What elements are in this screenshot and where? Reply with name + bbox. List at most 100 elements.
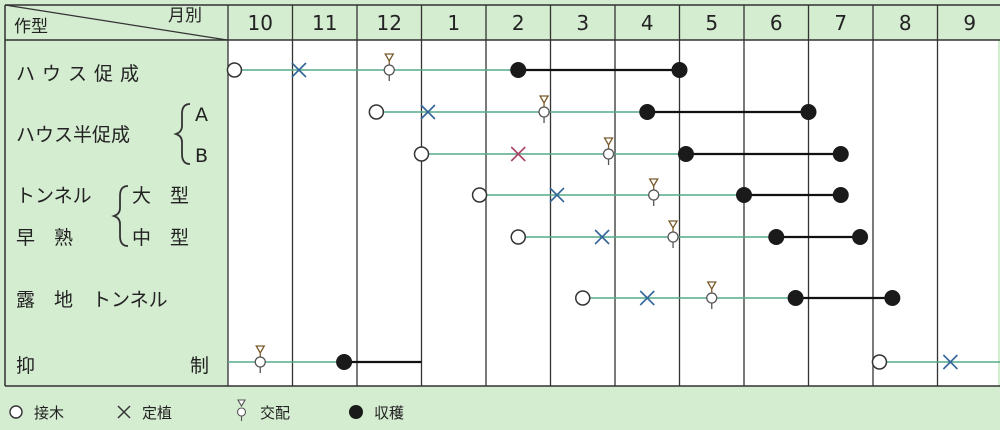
month-label: 1 [447,11,460,35]
pollinate-marker-ring [648,189,660,201]
pollinate-marker [383,53,395,81]
pollinate-marker [602,137,615,165]
harvest-marker [832,146,849,162]
harvest-marker [639,104,656,120]
pollinate-marker-ring [254,356,266,368]
plant-marker [510,146,526,162]
month-label: 5 [705,11,718,35]
pollinate-marker-flag [538,95,550,105]
legend-item: 定植 [117,404,172,422]
harvest-marker [800,104,817,120]
legend-label: 接木 [34,404,64,422]
month-label: 12 [377,11,402,35]
row-labels: ハウス促成 ハウス半促成 A B トンネル 早 熟 大 型 中 型 露 地 トン… [16,63,209,377]
pollinate-marker-ring [602,148,615,160]
legend-plant-icon [117,405,131,419]
legend-graft-icon [9,405,23,419]
legend-label: 定植 [142,404,172,422]
row-label-open-tunnel: 露 地 トンネル [16,289,168,311]
plant-marker-stroke [639,290,655,306]
legend-label: 収穫 [374,404,404,422]
harvest-marker [677,146,694,162]
pollinate-marker-flag [667,220,679,230]
month-label: 2 [512,11,525,35]
timeline-row [510,220,869,248]
timeline-row [368,95,817,123]
month-label: 7 [834,11,847,35]
harvest-marker [768,229,785,245]
timeline-row [413,137,849,165]
legend: 接木 定植 交配 収穫 [9,399,404,422]
pollinate-marker-flag [384,53,395,63]
pollinate-marker-flag [706,281,717,291]
graft-marker [413,146,430,162]
legend-harvest-icon [349,405,363,419]
brace-tunnel [111,185,129,247]
row-label-semi-forcing-b: B [195,145,208,167]
row-label-tunnel: トンネル [16,185,92,207]
row-label-house-forcing: ハウス促成 [16,63,146,85]
legend-item: 交配 [236,399,290,422]
legend-item: 接木 [9,404,64,422]
pollinate-marker-flag [255,345,266,355]
graft-marker [471,187,488,203]
harvest-marker [852,229,869,245]
brace-semi-forcing [173,103,191,165]
plot-area [228,40,998,386]
legend-pollinate-icon [236,407,247,417]
plant-marker-stroke [510,146,526,162]
harvest-marker [510,62,527,78]
timeline-rows [226,53,1000,373]
month-label: 9 [963,11,976,35]
plant-marker-stroke [594,229,610,245]
graft-marker [575,290,591,306]
harvest-marker [671,62,688,78]
graft-marker [368,104,385,120]
plant-marker [291,62,307,78]
pollinate-marker-flag [603,137,614,147]
pollinate-marker [648,178,660,206]
row-label-large-type: 大 型 [132,185,189,207]
graft-marker [510,229,526,245]
harvest-marker [736,187,752,203]
pollinate-marker [538,95,550,123]
month-label: 10 [248,11,273,35]
row-label-semi-forcing-a: A [195,104,208,126]
plant-marker-stroke [549,187,565,203]
pollinate-marker [667,220,679,248]
legend-item: 収穫 [349,404,404,422]
timeline-row [226,53,688,81]
pollinate-marker-ring [667,231,679,243]
plant-marker [942,354,958,370]
graft-marker [226,62,243,78]
plant-marker-stroke [942,354,958,370]
plant-marker-stroke [420,104,436,120]
header-corner: 作型 月別 [4,4,228,41]
row-label-house-semi-forcing: ハウス半促成 [16,124,130,146]
pollinate-marker-flag [648,178,659,188]
legend-pollinate-icon [237,399,246,408]
timeline-row [471,178,849,206]
row-label-retarding-1: 抑 [16,355,35,377]
row-label-retarding-2: 制 [190,355,209,377]
header-month: 月別 [168,6,202,26]
pollinate-marker-ring [706,292,718,304]
plant-marker [639,290,655,306]
pollinate-marker [706,281,718,309]
pollinate-marker-ring [383,64,395,76]
plant-marker-stroke [291,62,307,78]
header-diagonal [4,4,228,41]
row-label-early: 早 熟 [16,227,73,249]
timeline-row [575,281,901,309]
row-label-medium-type: 中 型 [132,227,189,249]
harvest-marker [787,290,804,306]
month-label: 8 [899,11,912,35]
header-cropping-type: 作型 [14,17,48,37]
harvest-marker [336,354,353,370]
legend-label: 交配 [260,404,290,422]
harvest-marker [832,187,849,203]
plant-marker [549,187,565,203]
harvest-marker [884,290,901,306]
